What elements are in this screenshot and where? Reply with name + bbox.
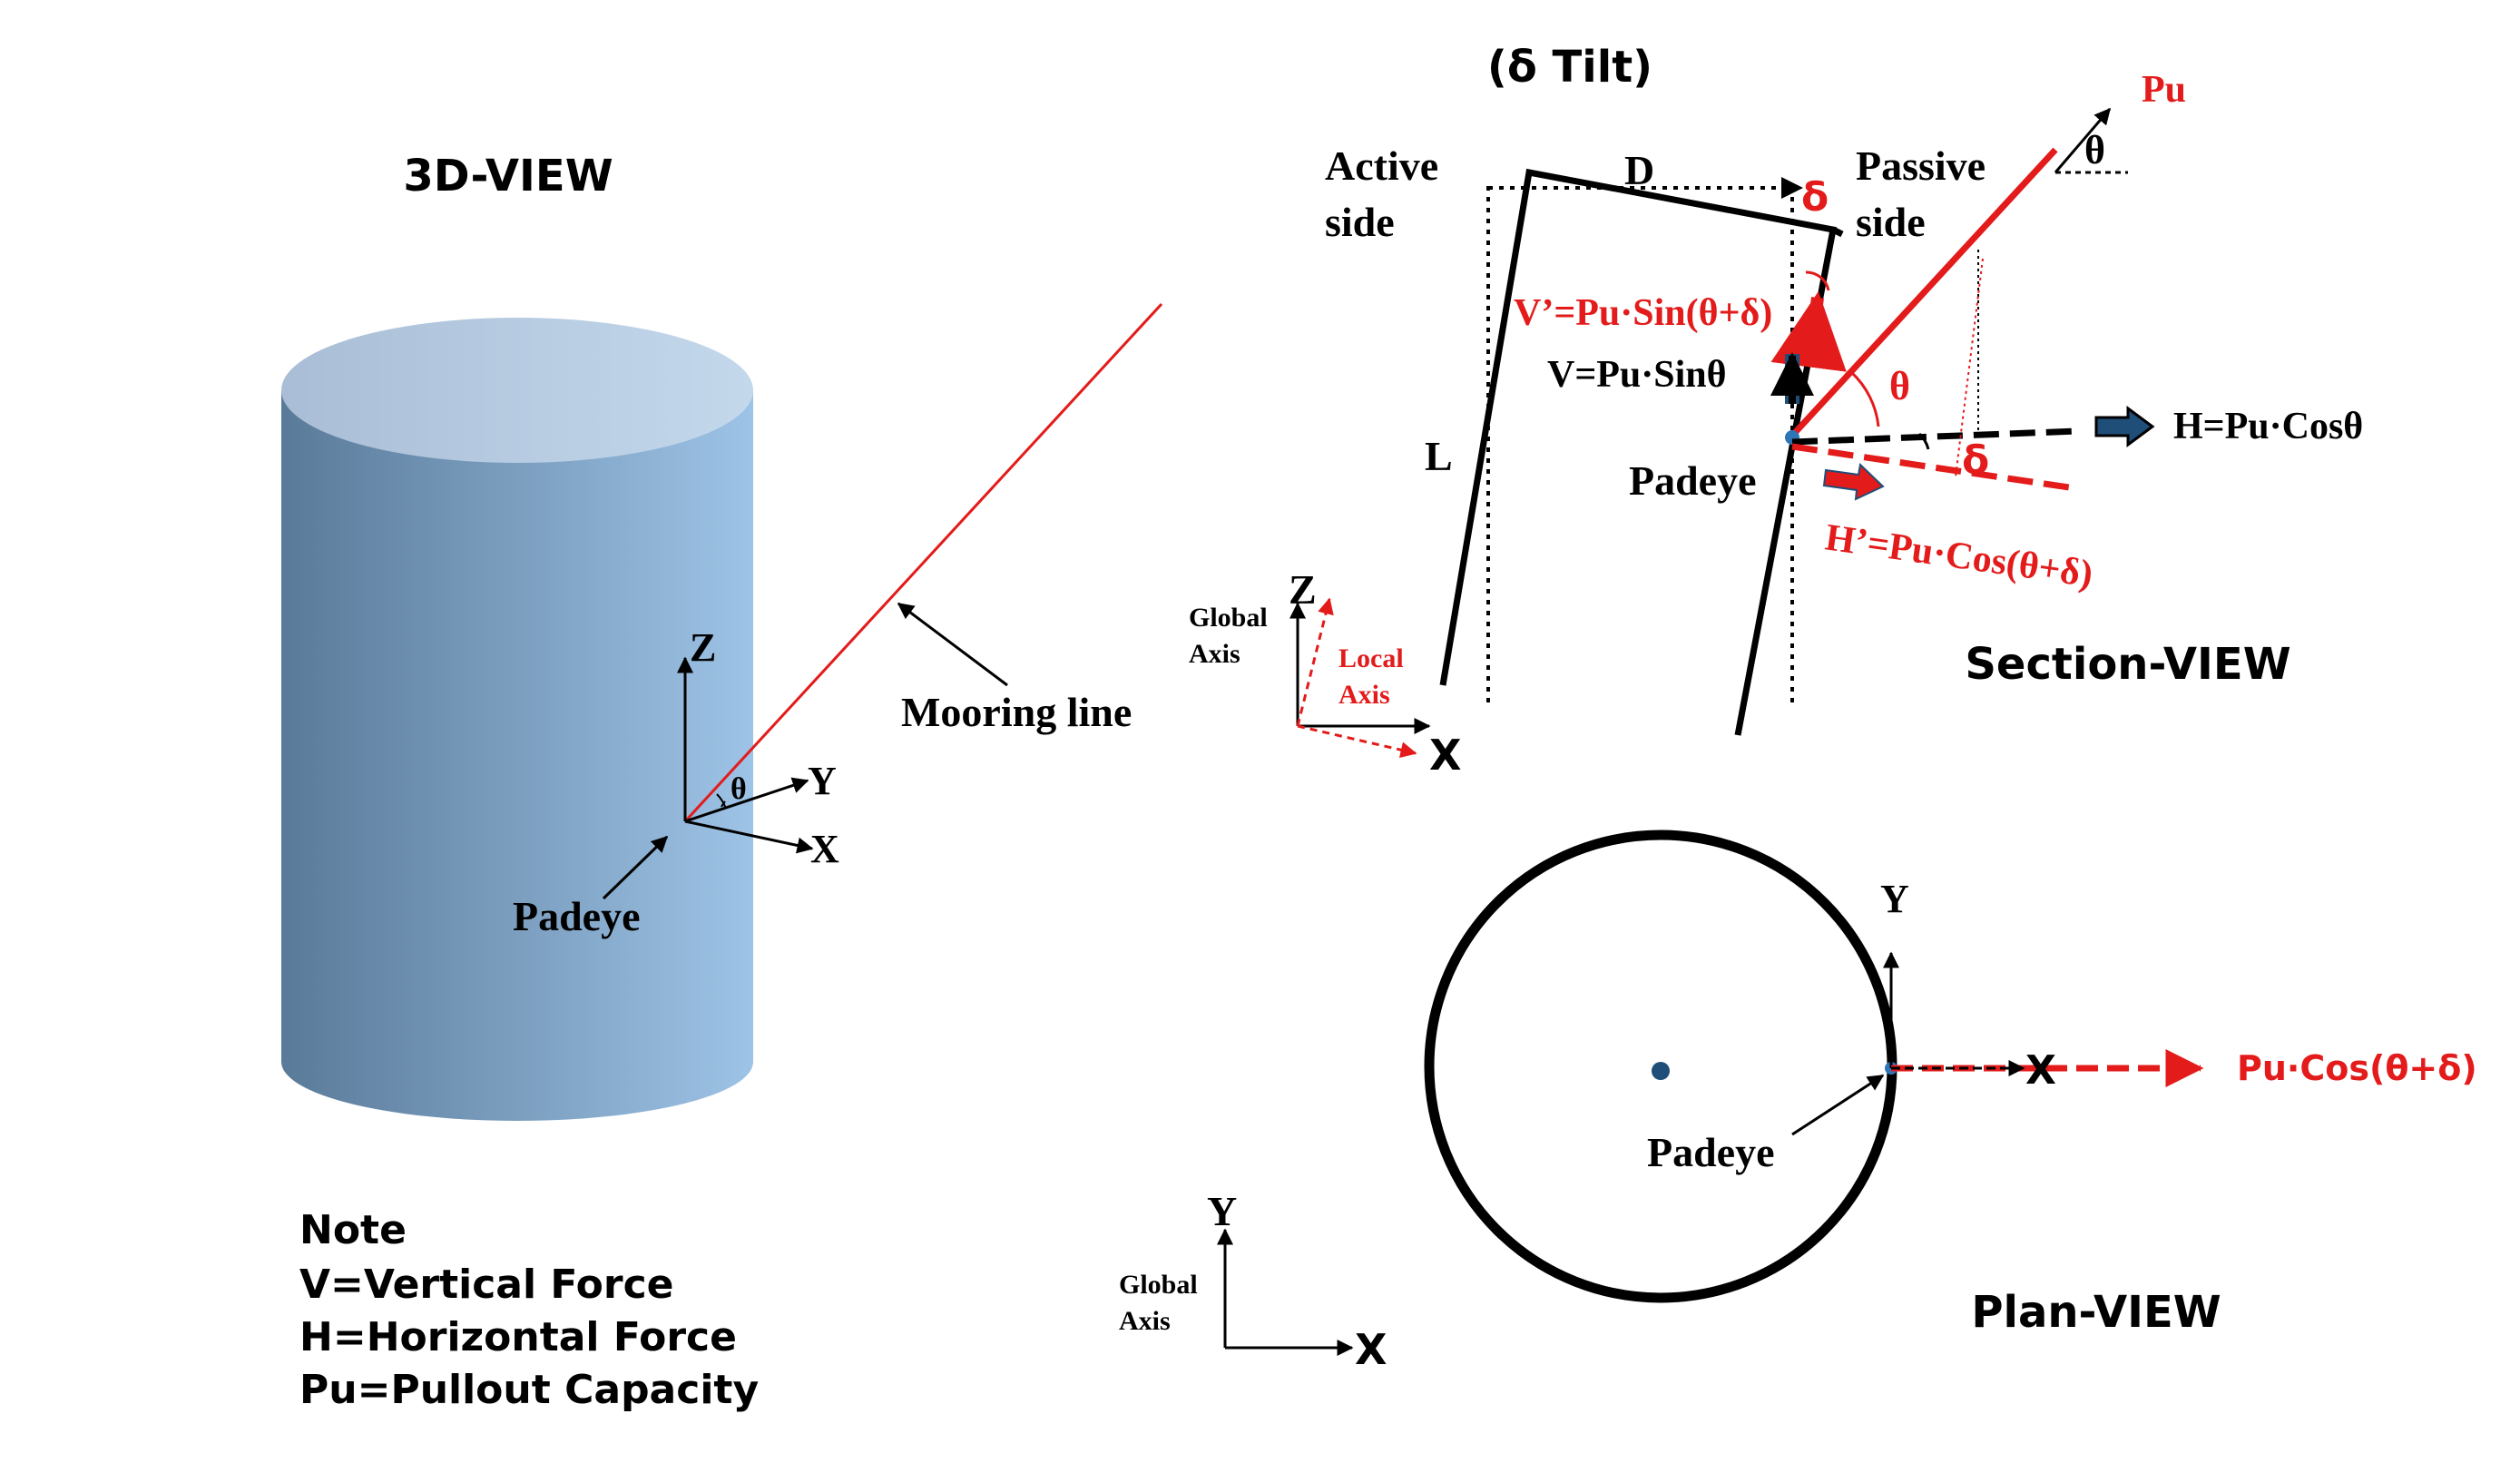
cylinder-caisson xyxy=(281,318,753,1121)
h-label: H=Pu·Cosθ xyxy=(2173,406,2363,447)
caisson-center-point xyxy=(1652,1062,1670,1080)
passive-side-label: Passive xyxy=(1856,142,1986,189)
theta-top-label: θ xyxy=(2084,128,2105,172)
padeye-label-section: Padeye xyxy=(1629,457,1757,504)
z-label-3d: Z xyxy=(690,625,716,670)
global-axis-label: Global xyxy=(1189,603,1268,633)
global-axis-label: Axis xyxy=(1189,639,1240,669)
global-y-label-plan: Y xyxy=(1207,1188,1237,1234)
x-label-3d: X xyxy=(810,827,839,871)
h-arrow xyxy=(2094,406,2155,447)
view-3d: 3D-VIEW Z Y X θ Padeye Mooring line xyxy=(281,151,1163,1121)
section-view: (δ Tilt) Active side D δ Passive side Pu… xyxy=(1189,42,2363,780)
theta-label-section: θ xyxy=(1889,364,1910,408)
diameter-label: D xyxy=(1624,147,1654,193)
note-line: Pu=Pullout Capacity xyxy=(299,1367,759,1413)
tilt-label: (δ Tilt) xyxy=(1487,42,1652,93)
local-z-arrow xyxy=(1296,597,1334,727)
theta-arc-section xyxy=(1849,370,1880,427)
delta-arc-h xyxy=(1917,432,1930,450)
padeye-pointer-plan xyxy=(1791,1074,1885,1136)
note-line: H=Horizontal Force xyxy=(299,1314,737,1360)
mooring-line xyxy=(683,302,1163,823)
y-label-3d: Y xyxy=(808,759,837,803)
h-prime-arrow xyxy=(1822,462,1885,501)
local-axis-label: Axis xyxy=(1338,680,1390,710)
delta-arc-v xyxy=(1805,270,1830,291)
note-line: V=Vertical Force xyxy=(299,1262,674,1308)
tilted-caisson-outline xyxy=(1439,168,1838,736)
v-prime-arrow xyxy=(1770,291,1847,372)
padeye-pointer-3d xyxy=(602,835,669,900)
local-axis-label: Local xyxy=(1338,643,1404,673)
padeye-label-3d: Padeye xyxy=(513,893,641,939)
mooring-pointer xyxy=(897,602,1008,687)
plan-y-label: Y xyxy=(1880,877,1909,921)
plan-x-label: X xyxy=(2025,1047,2056,1094)
global-axis-label-plan: Global xyxy=(1119,1270,1198,1300)
section-view-title: Section-VIEW xyxy=(1965,639,2290,690)
plan-view-title: Plan-VIEW xyxy=(1971,1287,2221,1338)
h-prime-label: H’=Pu·Cos(θ+δ) xyxy=(1823,516,2095,595)
projection-line xyxy=(1955,258,1984,477)
h-prime-direction-line xyxy=(1791,443,2070,491)
delta-label-section: δ xyxy=(1962,437,1989,484)
global-x-label: X xyxy=(1429,731,1461,780)
note-block: Note V=Vertical Force H=Horizontal Force… xyxy=(299,1207,759,1413)
pu-cos-label: Pu·Cos(θ+δ) xyxy=(2237,1048,2477,1088)
plan-view: Y X Pu·Cos(θ+δ) Padeye Y X Global Axis P… xyxy=(1119,830,2477,1374)
pu-label: Pu xyxy=(2142,69,2186,111)
active-side-label: side xyxy=(1325,199,1395,245)
global-x-label-plan: X xyxy=(1355,1325,1387,1374)
active-side-label: Active xyxy=(1325,142,1438,189)
note-heading: Note xyxy=(299,1207,407,1253)
delta-top-label: δ xyxy=(1801,174,1829,221)
local-axes-3d xyxy=(677,656,814,854)
passive-side-label: side xyxy=(1856,199,1926,245)
mooring-label: Mooring line xyxy=(901,689,1132,735)
pu-force-line xyxy=(1789,147,2058,438)
h-direction-line xyxy=(1791,427,2079,446)
v-label: V=Pu·Sinθ xyxy=(1547,354,1727,396)
pu-direction-arrow xyxy=(2054,107,2112,173)
length-label: L xyxy=(1425,433,1453,479)
v-prime-label: V’=Pu·Sin(θ+δ) xyxy=(1514,292,1772,334)
global-z-label: Z xyxy=(1289,566,1317,613)
view-3d-title: 3D-VIEW xyxy=(403,151,613,201)
global-axis-label-plan: Axis xyxy=(1119,1306,1171,1336)
theta-label-3d: θ xyxy=(731,772,747,806)
local-x-arrow xyxy=(1297,724,1417,759)
y-axis-arrow xyxy=(684,777,809,823)
padeye-label-plan: Padeye xyxy=(1647,1129,1775,1175)
x-axis-arrow xyxy=(684,820,814,854)
